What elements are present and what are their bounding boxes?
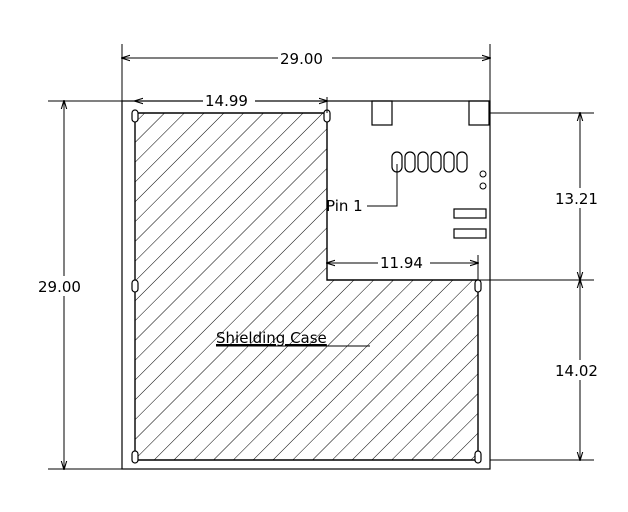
pad	[131, 279, 139, 293]
top-connector-left	[371, 100, 393, 126]
smd-pad	[453, 208, 487, 219]
mounting-hole	[479, 182, 487, 190]
top-connector-right	[468, 100, 490, 126]
dim-lower-right-height-text: 14.02	[555, 362, 598, 380]
pad	[474, 450, 482, 464]
pin-header	[391, 151, 468, 173]
pad	[131, 450, 139, 464]
mounting-hole	[479, 170, 487, 178]
shielding-case-label: Shielding Case	[216, 329, 327, 347]
pad	[131, 109, 139, 123]
pin1-leader	[367, 164, 398, 207]
dim-overall-height-text: 29.00	[38, 278, 81, 296]
dim-overall-width-text: 29.00	[280, 50, 323, 68]
shielding-case	[134, 112, 479, 461]
pad	[474, 279, 482, 293]
dim-upper-right-height-text: 13.21	[555, 190, 598, 208]
shield-pads	[131, 109, 482, 464]
dim-cutout-width-text: 11.94	[380, 254, 423, 272]
dim-shield-top-width-text: 14.99	[205, 92, 248, 110]
pin1-label: Pin 1	[326, 197, 363, 215]
smd-pad	[453, 228, 487, 239]
